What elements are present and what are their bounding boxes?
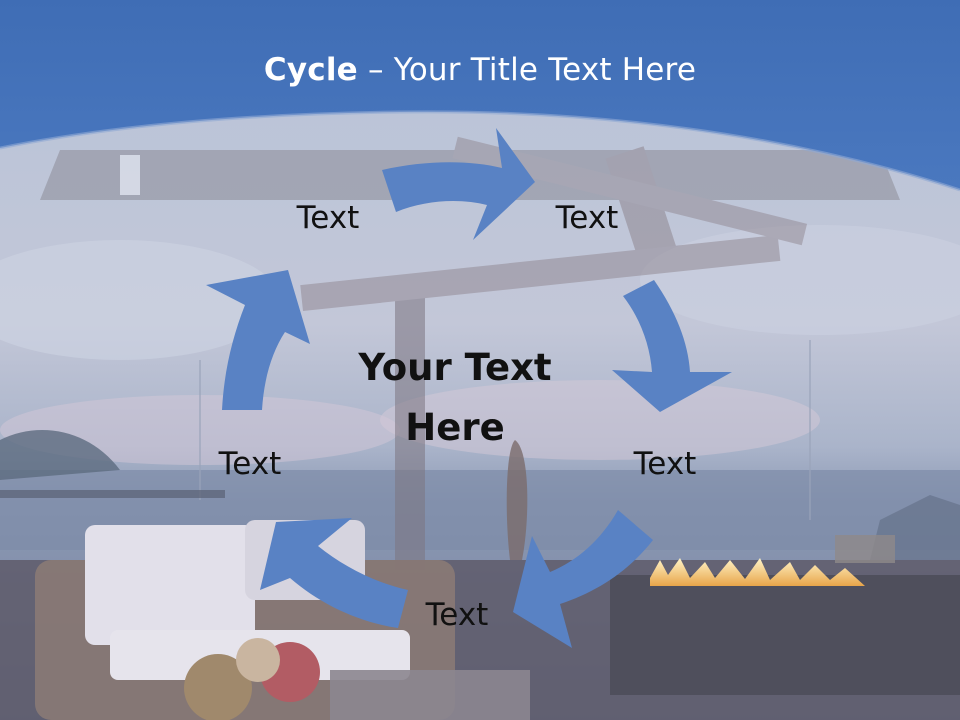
cycle-label-bottom: Text (425, 597, 489, 633)
slide-title: Cycle – Your Title Text Here (0, 52, 960, 88)
title-bold-part: Cycle (263, 52, 358, 88)
center-text-line1: Your Text (358, 346, 552, 389)
cycle-arrow-bottom-right (513, 510, 653, 648)
cycle-arrow-right (612, 280, 732, 412)
cycle-label-left: Text (218, 446, 282, 482)
title-rest-part: – Your Title Text Here (357, 52, 697, 88)
cycle-label-right: Text (633, 446, 697, 482)
cycle-arrow-top (382, 128, 535, 240)
cycle-arrow-bottom-left (260, 518, 408, 628)
center-text: Your Text Here (320, 338, 590, 458)
center-text-line2: Here (405, 406, 505, 449)
cycle-label-top-right: Text (555, 200, 619, 236)
cycle-label-top-left: Text (296, 200, 360, 236)
cycle-arrow-left (206, 270, 310, 410)
